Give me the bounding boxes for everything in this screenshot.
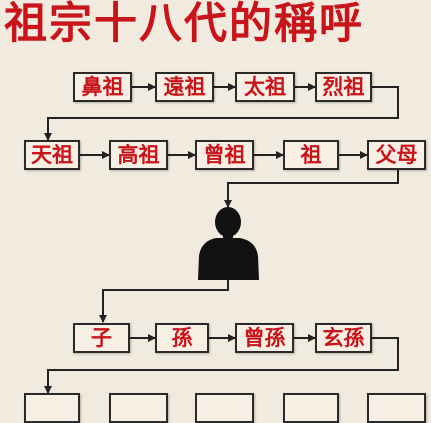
connector-r1-r2 bbox=[44, 86, 399, 141]
partial-node bbox=[24, 393, 80, 423]
node-zu: 祖 bbox=[283, 140, 339, 170]
node-yuanzu: 遠祖 bbox=[155, 72, 214, 102]
node-gaozu: 高祖 bbox=[109, 140, 168, 170]
node-zi: 子 bbox=[73, 323, 130, 353]
node-taizu: 太祖 bbox=[235, 72, 295, 102]
node-liezu: 烈祖 bbox=[315, 72, 372, 102]
node-xuansun: 玄孫 bbox=[315, 323, 372, 353]
partial-node bbox=[109, 393, 168, 423]
partial-node bbox=[195, 393, 254, 423]
page-title: 祖宗十八代的稱呼 bbox=[4, 0, 364, 49]
connector-r3-r4 bbox=[44, 337, 399, 394]
connector-r2-person bbox=[224, 170, 399, 208]
partial-node bbox=[367, 393, 426, 423]
node-zengsun: 曾孫 bbox=[235, 323, 294, 353]
node-tianzu: 天祖 bbox=[24, 140, 80, 170]
partial-node bbox=[283, 393, 339, 423]
person-silhouette-icon bbox=[198, 207, 259, 280]
node-fumu: 父母 bbox=[367, 140, 426, 170]
node-bizu: 鼻祖 bbox=[73, 72, 132, 102]
flow-diagram bbox=[44, 83, 399, 394]
connector-person-r3 bbox=[99, 280, 229, 323]
node-zengzu: 曾祖 bbox=[195, 140, 254, 170]
node-sun: 孫 bbox=[155, 323, 209, 353]
